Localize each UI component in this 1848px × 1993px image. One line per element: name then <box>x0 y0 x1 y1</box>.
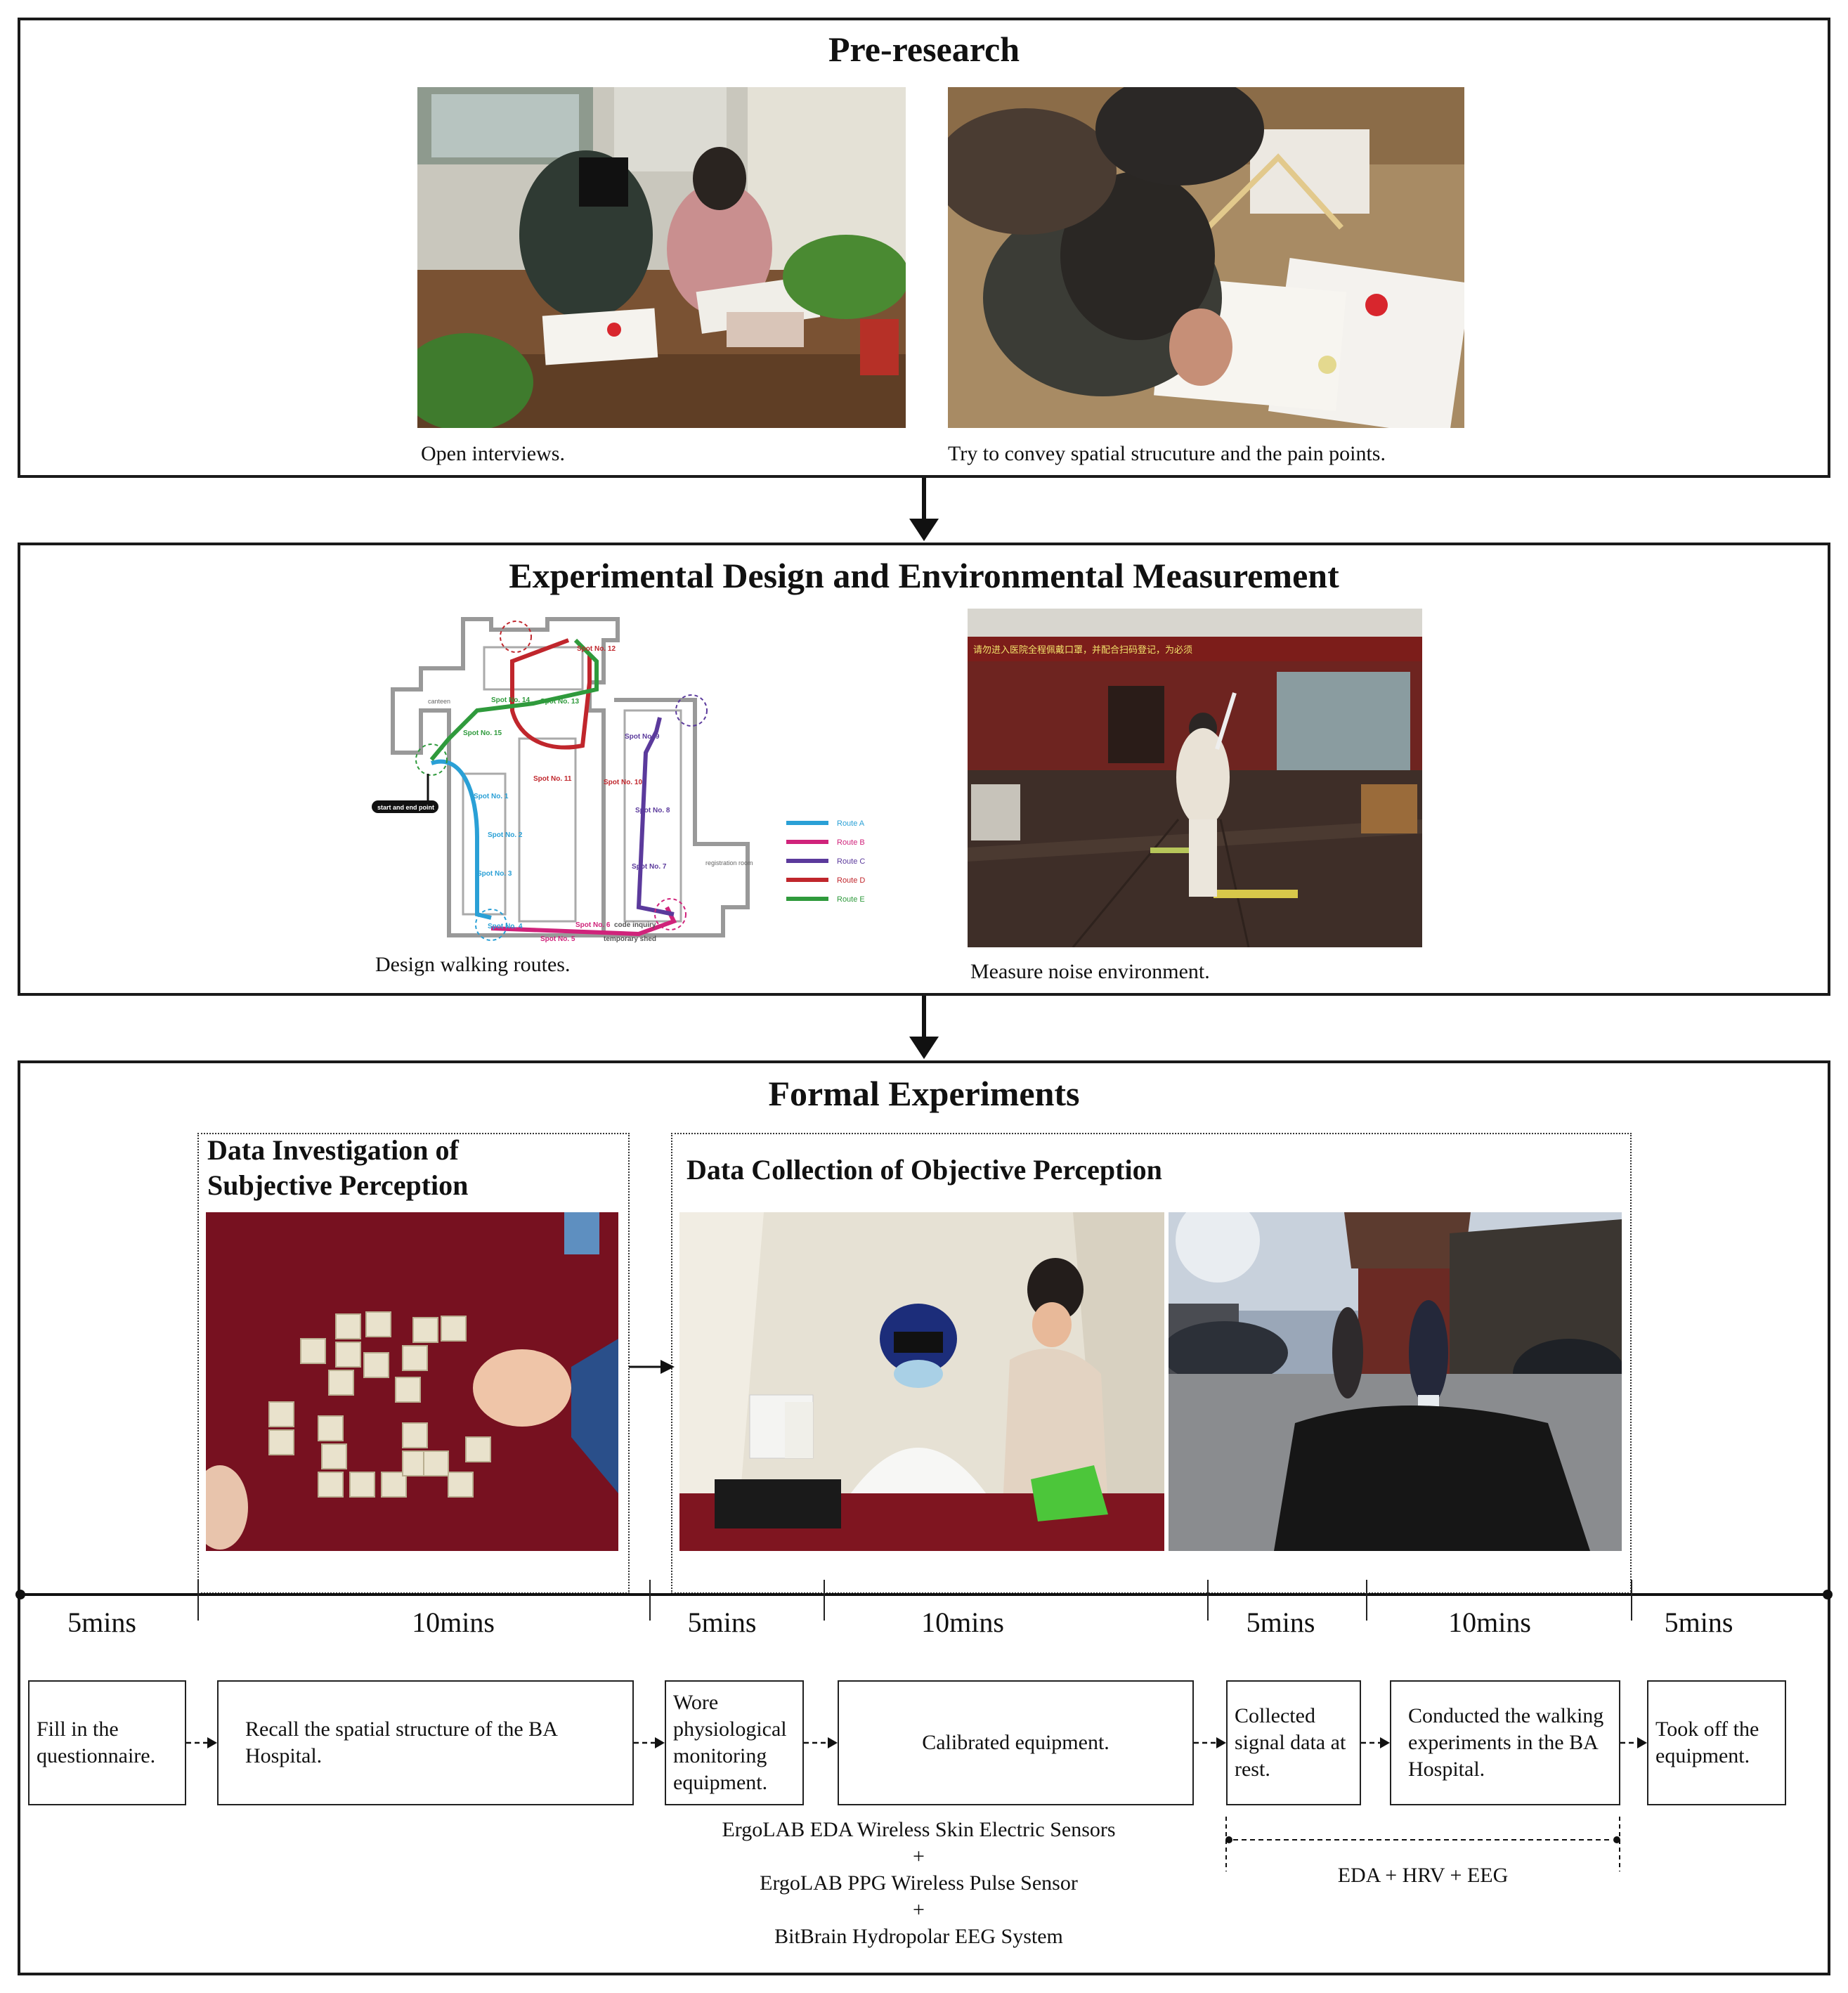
walking-experiment-photo <box>1169 1212 1622 1551</box>
map-spot-11: Spot No. 11 <box>533 775 572 783</box>
pre-research-title: Pre-research <box>20 29 1828 70</box>
map-code-inquiry: code inquiry <box>614 921 656 929</box>
map-spot-5: Spot No. 5 <box>540 935 575 943</box>
flow-arrow-2 <box>899 996 949 1060</box>
duration-fill: 5mins <box>28 1606 176 1639</box>
legend-route-d: Route D <box>837 876 865 885</box>
spatial-structure-caption: Try to convey spatial strucuture and the… <box>948 442 1386 466</box>
timeline-tick <box>824 1580 825 1621</box>
timeline-tick <box>649 1580 651 1621</box>
duration-conducted: 10mins <box>1405 1606 1574 1639</box>
timeline-tick <box>1366 1580 1367 1621</box>
map-temporary-shed: temporary shed <box>604 935 656 943</box>
equipment-eda: ErgoLAB EDA Wireless Skin Electric Senso… <box>664 1817 1173 1843</box>
map-label-canteen: canteen <box>428 698 450 705</box>
equipment-plus-2: + <box>664 1897 1173 1923</box>
timeline-end-dot <box>1823 1590 1833 1599</box>
legend-route-a: Route A <box>837 819 865 828</box>
map-spot-4: Spot No. 4 <box>488 923 523 930</box>
map-spot-6: Spot No. 6 <box>575 921 611 929</box>
equipment-list: ErgoLAB EDA Wireless Skin Electric Senso… <box>664 1817 1173 1950</box>
equipment-ppg: ErgoLAB PPG Wireless Pulse Sensor <box>664 1870 1173 1897</box>
timeline-start-dot <box>15 1590 25 1599</box>
objective-perception-title: Data Collection of Objective Perception <box>687 1153 1162 1188</box>
walking-routes-map: canteen registration room Spot No. 12 Sp… <box>372 612 920 949</box>
equipment-plus-1: + <box>664 1843 1173 1870</box>
spatial-structure-photo <box>948 87 1464 428</box>
subjective-perception-title: Data Investigation of Subjective Percept… <box>207 1133 468 1203</box>
measures-label: EDA + HRV + EEG <box>1226 1862 1620 1889</box>
timeline-tick <box>197 1580 199 1621</box>
map-label-registration: registration room <box>705 859 753 866</box>
flow-arrow-1 <box>899 478 949 543</box>
map-spot-15: Spot No. 15 <box>463 729 502 737</box>
equipment-eeg: BitBrain Hydropolar EEG System <box>664 1923 1173 1950</box>
eeg-setup-photo <box>679 1212 1164 1551</box>
duration-calibrated: 10mins <box>857 1606 1068 1639</box>
map-spot-1: Spot No. 1 <box>474 793 509 800</box>
map-spot-2: Spot No. 2 <box>488 831 523 839</box>
legend-route-e: Route E <box>837 895 865 904</box>
map-spot-10: Spot No. 10 <box>604 779 642 786</box>
subjective-title-line-1: Data Investigation of <box>207 1133 468 1168</box>
formal-experiments-title: Formal Experiments <box>20 1073 1828 1114</box>
design-title: Experimental Design and Environmental Me… <box>20 555 1828 596</box>
map-spot-8: Spot No. 8 <box>635 807 670 814</box>
walking-routes-caption: Design walking routes. <box>375 953 570 977</box>
legend-route-b: Route B <box>837 838 865 847</box>
map-spot-12: Spot No. 12 <box>577 645 616 653</box>
open-interview-photo <box>417 87 906 428</box>
map-spot-9: Spot No. 9 <box>625 733 660 741</box>
noise-measurement-photo: 请勿进入医院全程佩戴口罩，并配合扫码登记，为必须 <box>968 609 1422 947</box>
timeline-line <box>19 1593 1829 1596</box>
noise-measurement-caption: Measure noise environment. <box>970 960 1210 984</box>
pre-research-panel: Pre-research Open interviews. <box>18 18 1830 478</box>
step-connector-arrows <box>0 1729 1848 1757</box>
duration-collected: 5mins <box>1219 1606 1342 1639</box>
duration-wore: 5mins <box>661 1606 783 1639</box>
subjective-to-objective-arrow <box>629 1356 675 1377</box>
duration-recall: 10mins <box>351 1606 555 1639</box>
legend-route-c: Route C <box>837 857 865 866</box>
subjective-title-line-2: Subjective Perception <box>207 1168 468 1203</box>
map-spot-7: Spot No. 7 <box>632 863 667 871</box>
duration-tookoff: 5mins <box>1637 1606 1760 1639</box>
open-interview-caption: Open interviews. <box>421 442 565 466</box>
block-arrangement-photo <box>206 1212 618 1551</box>
map-start-point-label: start and end point <box>377 804 434 811</box>
design-panel: Experimental Design and Environmental Me… <box>18 543 1830 996</box>
timeline-tick <box>1207 1580 1209 1621</box>
map-spot-13: Spot No. 13 <box>540 698 579 706</box>
map-spot-3: Spot No. 3 <box>477 870 512 878</box>
hospital-sign-banner: 请勿进入医院全程佩戴口罩，并配合扫码登记，为必须 <box>973 644 1192 656</box>
timeline-tick <box>1631 1580 1632 1621</box>
map-spot-14: Spot No. 14 <box>491 696 530 704</box>
